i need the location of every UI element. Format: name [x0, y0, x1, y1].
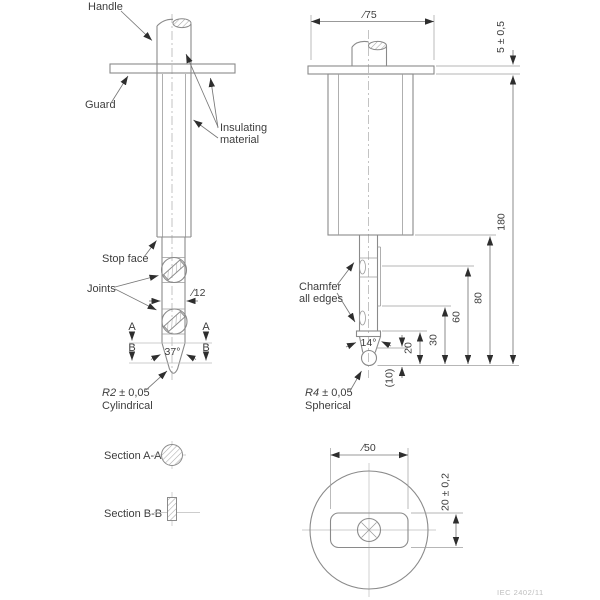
- diameter-50-text: ∕50: [359, 442, 376, 454]
- section-view-bb: Section B-B: [104, 492, 200, 526]
- chamfer-lower: [359, 310, 366, 326]
- dim-extension-lines: [376, 65, 520, 366]
- section-a-label-left: A: [128, 321, 136, 333]
- joints-label: Joints: [87, 283, 116, 295]
- figure-reference: IEC 2402/11: [497, 588, 544, 597]
- label-insulating-material: Insulating material: [185, 53, 267, 146]
- dim-diameter-50: ∕50: [330, 442, 409, 509]
- dim-20: 20: [403, 332, 424, 364]
- section-bb-title: Section B-B: [104, 508, 162, 520]
- r2-type-label: Cylindrical: [102, 400, 153, 412]
- dim-60-text: 60: [451, 311, 463, 323]
- section-marker-a: A A: [128, 321, 212, 344]
- dim-80: 80: [473, 236, 494, 364]
- guard-thickness-text: 5 ± 0,5: [495, 21, 507, 53]
- diameter-12-text: ∕12: [189, 287, 206, 299]
- chamfer-label-1: Chamfer: [299, 281, 342, 293]
- dim-180-text: 180: [496, 213, 508, 231]
- wedge-tip: [161, 342, 186, 374]
- insulating-material-label-2: material: [220, 134, 259, 146]
- section-aa-title: Section A-A: [104, 450, 162, 462]
- dim-angle-37: 37°: [150, 346, 197, 362]
- handle-label: Handle: [88, 1, 123, 13]
- section-b-label-right: B: [202, 342, 209, 354]
- section-a-label-right: A: [202, 321, 210, 333]
- center-screw: [356, 517, 382, 543]
- right-guard-plate: [307, 65, 435, 75]
- right-barrel: [327, 73, 414, 236]
- left-guard-plate: [109, 63, 236, 74]
- section-aa-shape: [161, 444, 183, 466]
- chamfer-upper: [359, 259, 366, 275]
- right-finger: [355, 235, 382, 367]
- guard-outline-circle: [309, 470, 429, 590]
- insulating-rod-end: [172, 18, 192, 29]
- dim-diameter-75: ∕75: [310, 9, 435, 60]
- handle-flat-slot: [329, 512, 409, 549]
- section-view-aa: Section A-A: [104, 441, 186, 469]
- label-stop-face: Stop face: [102, 240, 157, 265]
- dim-60: 60: [451, 267, 472, 364]
- section-bb-shape: [167, 497, 177, 521]
- dim-180: 180: [496, 75, 517, 364]
- label-handle: Handle: [88, 1, 153, 41]
- dim-30: 30: [428, 307, 449, 364]
- tip-collar: [355, 330, 382, 338]
- bottom-view: ∕50 20 ± 0,2: [302, 442, 463, 597]
- dim-angle-14: 14°: [345, 337, 392, 350]
- flat-width-text: 20 ± 0,2: [440, 473, 452, 511]
- label-guard: Guard: [85, 75, 129, 111]
- left-joint-2: [161, 308, 188, 335]
- angle-14-text: 14°: [361, 337, 377, 349]
- spherical-tip: [360, 349, 378, 367]
- left-joint-1: [160, 256, 188, 284]
- section-marker-b: B B: [128, 342, 212, 364]
- guard-label: Guard: [85, 99, 116, 111]
- left-finger: [160, 237, 188, 374]
- right-view: 14° Chamfer all edges R4 ± 0,05 Spherica…: [299, 9, 520, 412]
- r4-type-label: Spherical: [305, 400, 351, 412]
- angle-37-text: 37°: [165, 346, 181, 358]
- right-handle-stub: [351, 40, 388, 66]
- dim-10: (10): [384, 335, 406, 388]
- label-joints: Joints: [87, 274, 159, 311]
- dim-diameter-12: ∕12: [149, 287, 206, 305]
- diameter-75-text: ∕75: [360, 9, 377, 21]
- r4-label: R4 ± 0,05: [305, 387, 353, 399]
- section-b-label-left: B: [128, 342, 135, 354]
- label-tip-radius-r2: R2 ± 0,05 Cylindrical: [102, 370, 168, 412]
- dim-flat-width: 20 ± 0,2: [411, 473, 463, 548]
- label-tip-radius-r4: R4 ± 0,05 Spherical: [305, 370, 362, 412]
- left-view: A A B B ∕12 37° Handle Guard: [85, 1, 267, 412]
- dim-80-text: 80: [473, 292, 485, 304]
- stop-face-label: Stop face: [102, 253, 148, 265]
- dim-guard-thickness: 5 ± 0,5: [495, 21, 517, 65]
- r2-label: R2 ± 0,05: [102, 387, 150, 399]
- dim-10-text: (10): [384, 369, 396, 388]
- label-chamfer: Chamfer all edges: [299, 262, 356, 323]
- chamfer-label-2: all edges: [299, 293, 344, 305]
- dim-20-text: 20: [403, 342, 415, 354]
- insulating-material-label-1: Insulating: [220, 122, 267, 134]
- left-handle: [156, 18, 192, 238]
- dim-30-text: 30: [428, 334, 440, 346]
